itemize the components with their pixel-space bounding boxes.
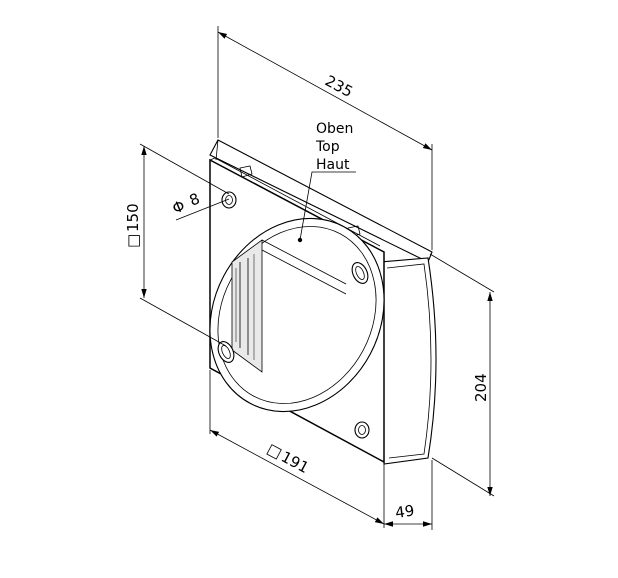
- note-line-1: Oben: [316, 121, 353, 137]
- top-orientation-note: Oben Top Haut: [297, 121, 356, 243]
- dimension-height: 204: [429, 253, 495, 497]
- dimension-hole-spacing-label: 150: [124, 203, 142, 232]
- note-line-2: Top: [315, 139, 340, 155]
- dimension-depth: 49: [384, 460, 433, 530]
- note-line-3: Haut: [316, 157, 350, 173]
- flange-part: [209, 139, 437, 465]
- dimension-length-label: 235: [322, 72, 356, 101]
- mounting-hole-top-left: [221, 191, 237, 209]
- side-box: [379, 257, 437, 465]
- dimension-width-label: 191: [278, 448, 312, 477]
- note-pointer-dot: [297, 237, 303, 243]
- round-opening: [209, 217, 385, 413]
- mounting-hole-bottom-left: [217, 341, 235, 363]
- mounting-hole-bottom-right: [354, 421, 370, 439]
- dimension-hole-spacing: □ 150: [124, 143, 230, 347]
- dimension-height-label: 204: [472, 373, 490, 402]
- square-symbol-left: □: [124, 234, 142, 248]
- diameter-symbol: Φ: [170, 197, 188, 218]
- mounting-hole-top-right: [351, 262, 369, 284]
- dimension-hole-diameter-label: 8: [187, 189, 203, 209]
- dimension-depth-label: 49: [394, 501, 415, 521]
